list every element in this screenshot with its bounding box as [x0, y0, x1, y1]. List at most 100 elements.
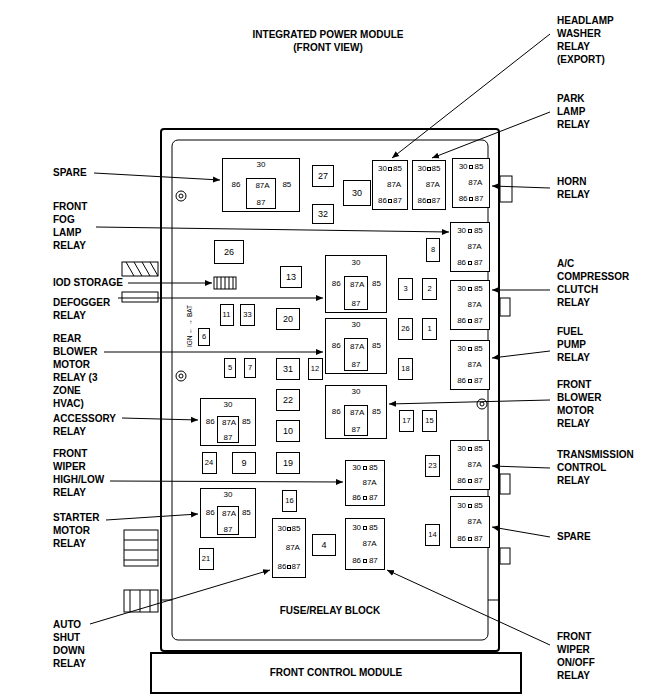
fuse-number: 26 — [224, 248, 234, 257]
fuse-number: 16 — [285, 497, 293, 505]
fuse: 32 — [312, 204, 334, 224]
fuse-number: 19 — [283, 459, 293, 468]
micro-relay: 308587A8687 — [450, 280, 490, 330]
fuse: 20 — [276, 308, 300, 330]
micro-relay: 308587A8687 — [345, 460, 385, 506]
pin-square — [468, 537, 472, 541]
pin-number: 86 — [418, 197, 427, 205]
pin-number: 87A — [362, 540, 376, 548]
micro-relay: 308587A8687 — [450, 222, 490, 272]
pin-number: 86 — [457, 535, 466, 543]
fuse: 22 — [276, 389, 300, 411]
callout-label: FRONT WIPER HIGH/LOW RELAY — [53, 447, 107, 499]
fuse-number: 11 — [223, 311, 231, 319]
micro-relay: 308587A8687 — [272, 518, 306, 578]
pin-number: 85 — [393, 165, 402, 173]
pin-number: 86 — [457, 259, 466, 267]
module-housing: FUSE/RELAY BLOCK308687A8587273032308587A… — [160, 128, 500, 652]
control-module-band: FRONT CONTROL MODULE — [150, 652, 522, 694]
callout-label: ACCESSORY RELAY — [53, 412, 119, 438]
pin-number: 87 — [474, 259, 483, 267]
pin-number: 87A — [350, 281, 364, 289]
fuse-number: 23 — [428, 462, 436, 470]
fuse: 18 — [398, 358, 413, 380]
pin-number: 30 — [224, 491, 233, 499]
fuse: 26 — [214, 240, 244, 264]
pin-number: 87 — [474, 317, 483, 325]
fuse: 21 — [199, 548, 214, 570]
diagram-title: INTEGRATED POWER MODULE (FRONT VIEW) — [248, 28, 408, 54]
relay-box: 308687A8587 — [222, 158, 300, 212]
pin-number: 30 — [418, 165, 427, 173]
pin-number: 85 — [474, 285, 483, 293]
pin-number: 87 — [257, 199, 266, 207]
leader-line — [492, 466, 550, 468]
pin-square — [287, 527, 291, 531]
fuse-number: 8 — [431, 246, 435, 254]
fuse-number: 32 — [318, 210, 328, 219]
pin-number: 86 — [378, 197, 387, 205]
pin-square — [468, 229, 472, 233]
pin-number: 85 — [474, 445, 483, 453]
pin-number: 86 — [278, 563, 287, 571]
pin-square — [468, 261, 472, 265]
fuse-number: 12 — [311, 365, 319, 373]
pin-number: 86 — [352, 494, 361, 502]
pin-number: 85 — [292, 525, 301, 533]
pin-number: 85 — [282, 181, 291, 189]
fuse: 19 — [276, 452, 300, 474]
fuse-number: 14 — [428, 531, 436, 539]
leader-line — [118, 298, 323, 299]
callout-label: PARK LAMP RELAY — [557, 92, 597, 131]
block-label: FUSE/RELAY BLOCK — [280, 606, 381, 616]
pin-square — [388, 167, 392, 171]
pin-number: 86 — [352, 557, 361, 565]
pin-number: 30 — [457, 285, 466, 293]
fuse: 12 — [308, 358, 323, 380]
pin-number: 85 — [474, 163, 483, 171]
pin-number: 86 — [459, 195, 468, 203]
relay-box: 308687A8587 — [325, 255, 387, 313]
fuse: 15 — [422, 410, 437, 432]
pin-number: 30 — [378, 165, 387, 173]
fuse: 2 — [422, 278, 437, 300]
pin-number: 87 — [352, 300, 361, 308]
fuse-number: 18 — [401, 365, 409, 373]
fuse-number: 15 — [425, 417, 433, 425]
pin-number: 87A — [426, 181, 440, 189]
pin-number: 30 — [457, 227, 466, 235]
relay-box: 308687A8587 — [200, 398, 256, 446]
fuse-number: 20 — [283, 315, 293, 324]
fuse: 5 — [224, 358, 236, 378]
fuse-number: 5 — [228, 364, 232, 372]
pin-number: 85 — [372, 280, 381, 288]
fuse: 1 — [422, 318, 437, 340]
fuse-number: 1 — [427, 325, 431, 333]
pin-number: 86 — [206, 418, 215, 426]
pin-number: 87A — [467, 243, 481, 251]
pin-number: 86 — [457, 377, 466, 385]
fuse: 8 — [426, 238, 440, 262]
fuse-number: 13 — [286, 273, 296, 282]
pin-number: 87A — [468, 179, 482, 187]
pin-number: 87A — [350, 409, 364, 417]
pin-number: 85 — [242, 509, 251, 517]
fuse-number: 27 — [318, 172, 328, 181]
pin-number: 87 — [352, 361, 361, 369]
pin-square — [363, 559, 367, 563]
pin-number: 85 — [369, 464, 378, 472]
fuse-number: 7 — [248, 364, 252, 372]
relay-box: 308687A8587 — [325, 318, 387, 374]
micro-relay: 308587A8687 — [412, 160, 446, 210]
pin-number: 87A — [467, 301, 481, 309]
fuse-number: 9 — [241, 459, 246, 468]
leader-line — [392, 34, 550, 158]
pin-number: 87A — [467, 361, 481, 369]
pin-number: 87A — [286, 544, 300, 552]
micro-relay: 308587A8687 — [450, 496, 490, 548]
pin-number: 87 — [474, 535, 483, 543]
callout-label: FRONT FOG LAMP RELAY — [53, 200, 98, 252]
callout-label: TRANSMISSION CONTROL RELAY — [557, 448, 637, 487]
fuse: 10 — [276, 420, 300, 442]
leader-line — [389, 400, 550, 404]
